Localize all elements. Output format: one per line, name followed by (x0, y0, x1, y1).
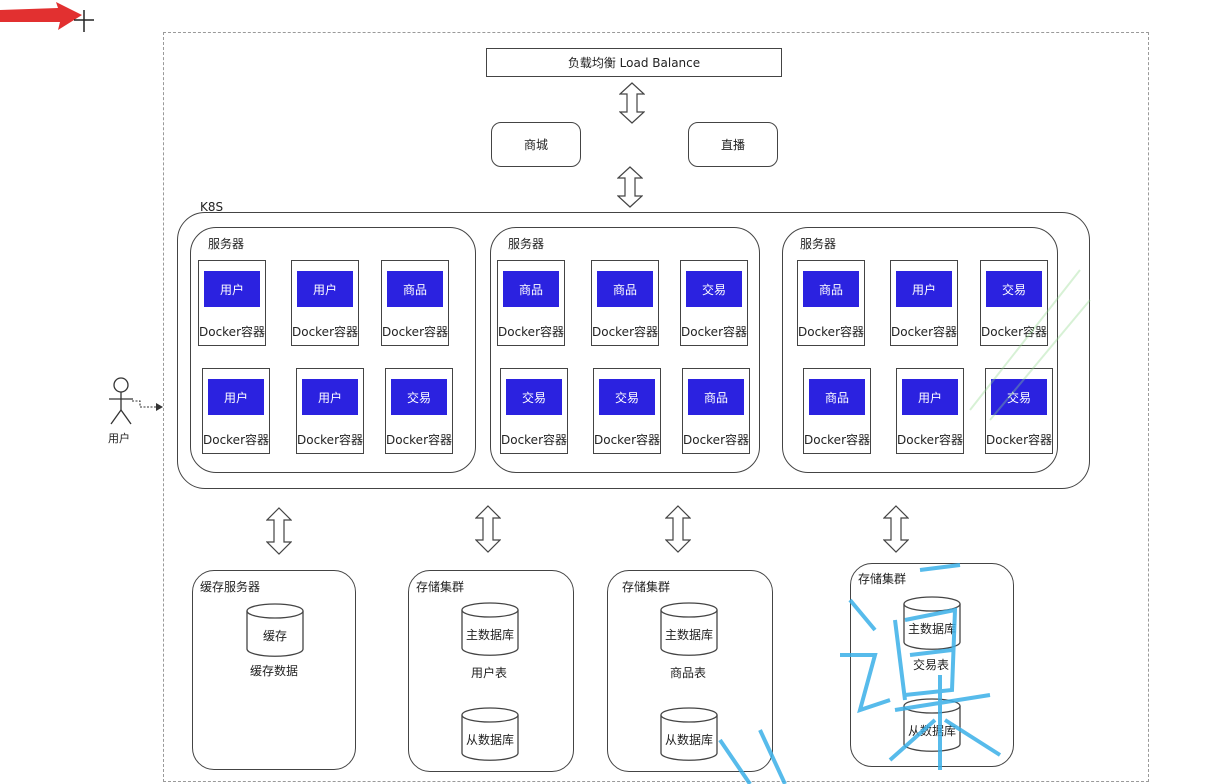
service-block: 交易 (391, 379, 447, 415)
docker-container-label: Docker容器 (202, 433, 270, 447)
table-caption: 交易表 (912, 658, 949, 672)
docker-container-label: Docker容器 (890, 325, 958, 339)
docker-container-label: Docker容器 (296, 433, 364, 447)
database-label: 主数据库 (907, 622, 956, 636)
service-block: 商品 (688, 379, 744, 415)
pointer-arrow-icon (0, 2, 94, 32)
panel-title: 缓存服务器 (200, 580, 261, 594)
service-block: 用户 (208, 379, 264, 415)
docker-container-label: Docker容器 (803, 433, 871, 447)
service-block: 商品 (503, 271, 559, 307)
server-group (782, 227, 1058, 473)
server-group (190, 227, 476, 473)
server-title: 服务器 (508, 237, 545, 251)
panel-title: 存储集群 (622, 580, 671, 594)
database-cylinder-icon (660, 707, 718, 761)
actor-arrow-icon (132, 400, 163, 411)
database-cylinder-icon (660, 602, 718, 656)
docker-container-label: Docker容器 (381, 325, 449, 339)
panel-title: 存储集群 (858, 572, 907, 586)
service-block: 商品 (387, 271, 443, 307)
database-cylinder-icon (246, 603, 304, 657)
service-block: 交易 (986, 271, 1042, 307)
docker-container-label: Docker容器 (497, 325, 565, 339)
service-block: 用户 (204, 271, 260, 307)
docker-container-label: Docker容器 (591, 325, 659, 339)
user-actor-icon (109, 377, 133, 425)
double-arrow-icon (619, 82, 645, 124)
table-caption: 缓存数据 (249, 664, 298, 678)
database-cylinder-icon (461, 602, 519, 656)
docker-container-label: Docker容器 (985, 433, 1053, 447)
database-label: 缓存 (262, 629, 287, 643)
docker-container-label: Docker容器 (500, 433, 568, 447)
database-label: 主数据库 (664, 628, 713, 642)
cache-server-panel (192, 570, 356, 770)
database-label: 从数据库 (465, 733, 514, 747)
k8s-label: K8S (200, 200, 224, 214)
double-arrow-icon (266, 507, 292, 555)
service-block: 交易 (991, 379, 1047, 415)
database-cylinder-icon (461, 707, 519, 761)
table-caption: 商品表 (669, 666, 706, 680)
database-label: 从数据库 (664, 733, 713, 747)
table-caption: 用户表 (470, 666, 507, 680)
docker-container-label: Docker容器 (291, 325, 359, 339)
database-label: 从数据库 (907, 724, 956, 738)
docker-container-label: Docker容器 (385, 433, 453, 447)
docker-container-label: Docker容器 (682, 433, 750, 447)
server-title: 服务器 (208, 237, 245, 251)
service-block: 交易 (599, 379, 655, 415)
app-mall: 商城 (491, 122, 581, 167)
server-group (490, 227, 760, 473)
docker-container-label: Docker容器 (797, 325, 865, 339)
system-boundary (163, 32, 1149, 782)
service-block: 商品 (809, 379, 865, 415)
service-block: 商品 (803, 271, 859, 307)
panel-title: 存储集群 (416, 580, 465, 594)
service-block: 用户 (302, 379, 358, 415)
double-arrow-icon (617, 166, 643, 208)
docker-container-label: Docker容器 (593, 433, 661, 447)
service-block: 用户 (896, 271, 952, 307)
app-live: 直播 (688, 122, 778, 167)
docker-container-label: Docker容器 (896, 433, 964, 447)
user-actor-label: 用户 (108, 432, 130, 445)
load-balancer: 负载均衡 Load Balance (486, 48, 782, 77)
server-title: 服务器 (800, 237, 837, 251)
docker-container-label: Docker容器 (680, 325, 748, 339)
service-block: 交易 (506, 379, 562, 415)
docker-container-label: Docker容器 (980, 325, 1048, 339)
database-label: 主数据库 (465, 628, 514, 642)
service-block: 交易 (686, 271, 742, 307)
double-arrow-icon (475, 505, 501, 553)
service-block: 用户 (902, 379, 958, 415)
service-block: 商品 (597, 271, 653, 307)
k8s-cluster (177, 212, 1090, 489)
service-block: 用户 (297, 271, 353, 307)
double-arrow-icon (883, 505, 909, 553)
double-arrow-icon (665, 505, 691, 553)
docker-container-label: Docker容器 (198, 325, 266, 339)
